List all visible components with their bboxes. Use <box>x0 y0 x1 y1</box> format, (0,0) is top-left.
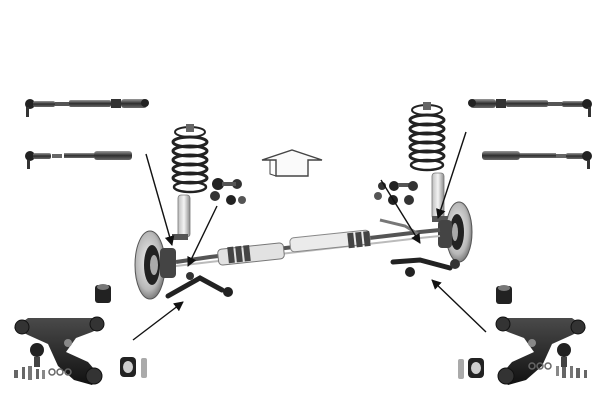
ball-joint-left <box>14 343 72 380</box>
shock-absorber-right <box>431 172 448 222</box>
brake-disc-right <box>438 201 473 263</box>
hardware-bolts-left <box>14 366 72 380</box>
lower-link-right <box>390 257 460 277</box>
coil-spring-left <box>171 124 209 194</box>
tie-rod-end-left <box>25 151 132 169</box>
control-arm-bushing-left <box>95 284 147 378</box>
shock-absorber-left <box>172 194 191 240</box>
tie-rod-assembly-right <box>468 99 592 117</box>
lower-link-left <box>165 272 233 299</box>
tie-rod-end-right <box>482 151 592 169</box>
hardware-bolts-right <box>528 362 587 378</box>
lower-control-arm-right <box>495 316 586 385</box>
callout-arrows <box>132 131 487 341</box>
stabilizer-link-right <box>374 181 418 205</box>
coil-spring-right <box>408 102 446 172</box>
ball-joint-right <box>528 343 587 378</box>
control-arm-bushing-right <box>458 285 512 379</box>
lower-control-arm-left <box>14 316 105 385</box>
tie-rod-assembly-left <box>25 99 149 117</box>
brake-disc-left <box>134 230 176 300</box>
direction-arrow <box>261 149 323 177</box>
stabilizer-link-left <box>210 178 246 205</box>
